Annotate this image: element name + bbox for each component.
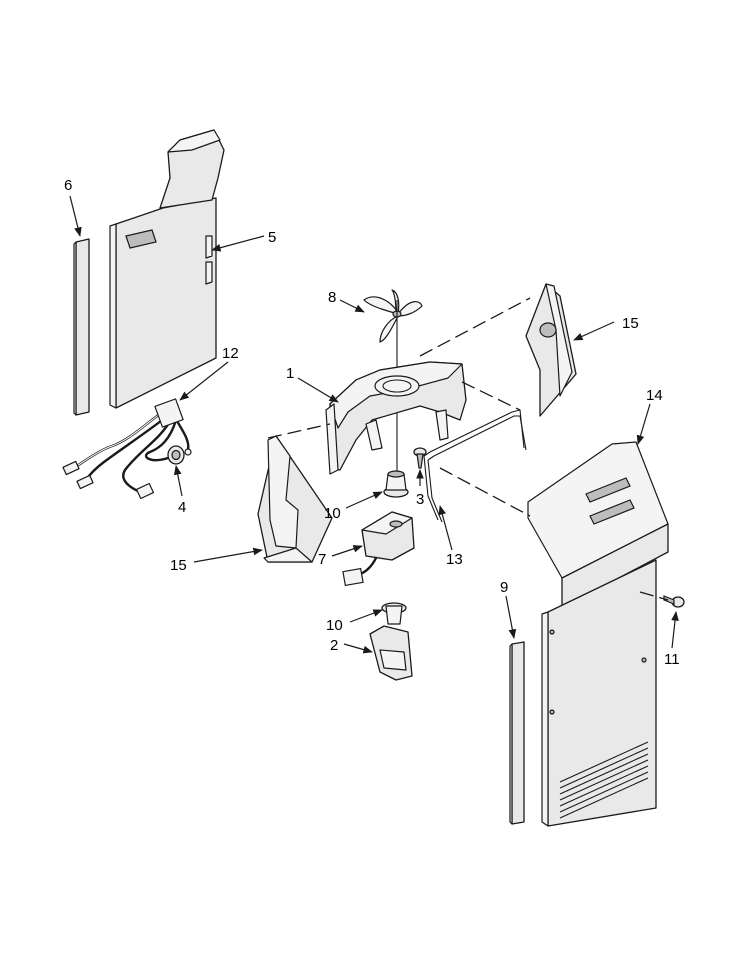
- part-14-rear-cover: [527, 441, 669, 827]
- part-12-wire-harness: [62, 398, 192, 500]
- callout-7: 7: [318, 551, 326, 568]
- part-5-cover-panel: [109, 129, 225, 409]
- callout-4: 4: [178, 499, 186, 516]
- part-2-bracket: [369, 625, 413, 681]
- part-15-right-seal: [525, 283, 577, 417]
- callout-5: 5: [268, 229, 276, 246]
- part-3-screw: [413, 447, 427, 469]
- part-1-fan-housing: [325, 361, 467, 475]
- part-6-gasket-strip: [73, 238, 90, 416]
- callout-1: 1: [286, 365, 294, 382]
- callout-15-right: 15: [622, 315, 639, 332]
- callout-labels: 6 5 8 15 12 1 14 4 3 10 15 7 13 9 10 2 1…: [64, 177, 680, 668]
- part-11-screw: [663, 595, 685, 608]
- part-4-grommet: [167, 445, 185, 465]
- part-10-lower-mount: [381, 602, 407, 625]
- callout-8: 8: [328, 289, 336, 306]
- callout-14: 14: [646, 387, 663, 404]
- callout-13: 13: [446, 551, 463, 568]
- callout-2: 2: [330, 637, 338, 654]
- callout-10-lower: 10: [326, 617, 343, 634]
- leader-lines: [69, 195, 679, 654]
- assembly-lines: [267, 297, 669, 601]
- part-9-gasket-strip: [509, 641, 525, 825]
- callout-6: 6: [64, 177, 72, 194]
- part-10-upper-mount: [383, 470, 409, 498]
- part-7-fan-motor: [342, 511, 415, 587]
- callout-12: 12: [222, 345, 239, 362]
- vent-louvers: [559, 741, 649, 819]
- callout-11: 11: [664, 651, 680, 668]
- part-8-fan-blade: [363, 289, 423, 478]
- callout-3: 3: [416, 491, 424, 508]
- callout-9: 9: [500, 579, 508, 596]
- callout-15-left: 15: [170, 557, 187, 574]
- callout-10-upper: 10: [324, 505, 341, 522]
- part-15-left-seal: [257, 435, 333, 563]
